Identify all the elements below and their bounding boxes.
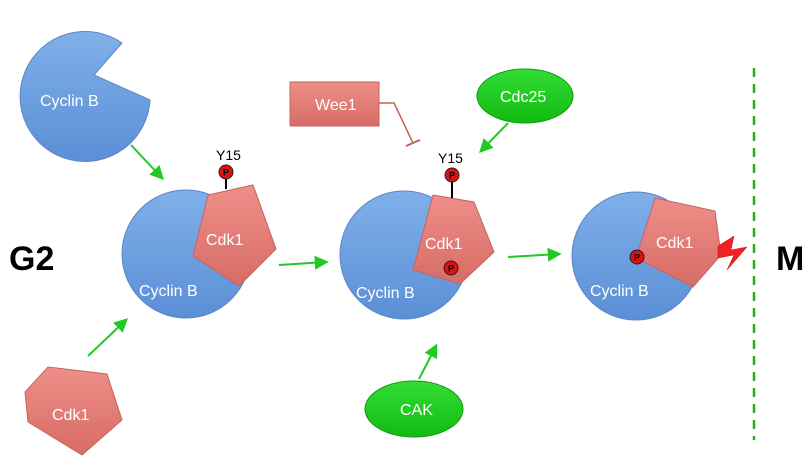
- wee1-inhibition-bar: [405, 139, 421, 147]
- arrow-complex1-to-complex2: [278, 255, 329, 270]
- wee1-inhibition-line: [379, 102, 414, 144]
- free-cdk1-shape: [24, 366, 123, 456]
- cdc25-shape: [476, 68, 574, 124]
- phase-m-label: M: [776, 240, 804, 278]
- complex1-y15-label: Y15: [216, 147, 241, 163]
- complex2-cdk1-label: Cdk1: [425, 236, 462, 253]
- complex3-cdk1: [635, 197, 722, 288]
- complex3-t161-phospho-label: P: [634, 253, 640, 263]
- complex2-y15-phospho: [444, 167, 460, 183]
- free-cyclin-b-shape: [19, 31, 151, 162]
- wee1-box: [289, 81, 380, 127]
- wee1: Wee1: [289, 81, 421, 147]
- complex1-cyclin-label: Cyclin B: [139, 283, 198, 300]
- cak-shape: [364, 380, 464, 438]
- cak: CAK: [364, 380, 464, 438]
- complex1-cdk1-label: Cdk1: [206, 232, 243, 249]
- cak-label: CAK: [400, 402, 433, 419]
- arrow-cak-to-complex2: [418, 343, 438, 380]
- free-cdk1-label: Cdk1: [52, 407, 89, 424]
- complex-2: P Y15 Cdk1 P Cyclin B: [339, 150, 495, 320]
- complex3-t161-phospho: [629, 249, 645, 265]
- complex1-y15-phospho: [218, 164, 234, 180]
- complex2-cyclin-label: Cyclin B: [356, 285, 415, 302]
- free-cyclin-b: Cyclin B: [19, 31, 151, 162]
- complex3-cdk1-label: Cdk1: [656, 235, 693, 252]
- complex-1: P Y15 Cdk1 Cyclin B: [121, 147, 277, 319]
- complex1-y15-phospho-label: P: [223, 168, 229, 178]
- activation-spark-icon: [717, 235, 748, 271]
- cdc25-label: Cdc25: [500, 89, 546, 106]
- wee1-label: Wee1: [315, 97, 357, 114]
- arrow-cdc25-to-complex2: [479, 122, 509, 154]
- arrow-complex2-to-complex3: [507, 247, 562, 262]
- free-cdk1: Cdk1: [24, 366, 123, 456]
- complex2-y15-label: Y15: [438, 150, 463, 166]
- cdc25: Cdc25: [476, 68, 574, 124]
- complex2-y15-phospho-label: P: [449, 171, 455, 181]
- arrow-cdk1-to-complex1: [87, 318, 129, 357]
- complex1-cdk1: [192, 184, 277, 287]
- free-cyclin-b-label: Cyclin B: [40, 93, 99, 110]
- complex2-t161-phospho-label: P: [448, 264, 454, 274]
- phase-g2-label: G2: [9, 240, 54, 278]
- complex-3: P Cdk1 Cyclin B: [571, 191, 748, 321]
- arrow-cyclin-to-complex1: [130, 144, 164, 181]
- complex2-cdk1: [412, 194, 495, 285]
- complex3-cyclin-label: Cyclin B: [590, 283, 649, 300]
- complex2-t161-phospho: [443, 260, 459, 276]
